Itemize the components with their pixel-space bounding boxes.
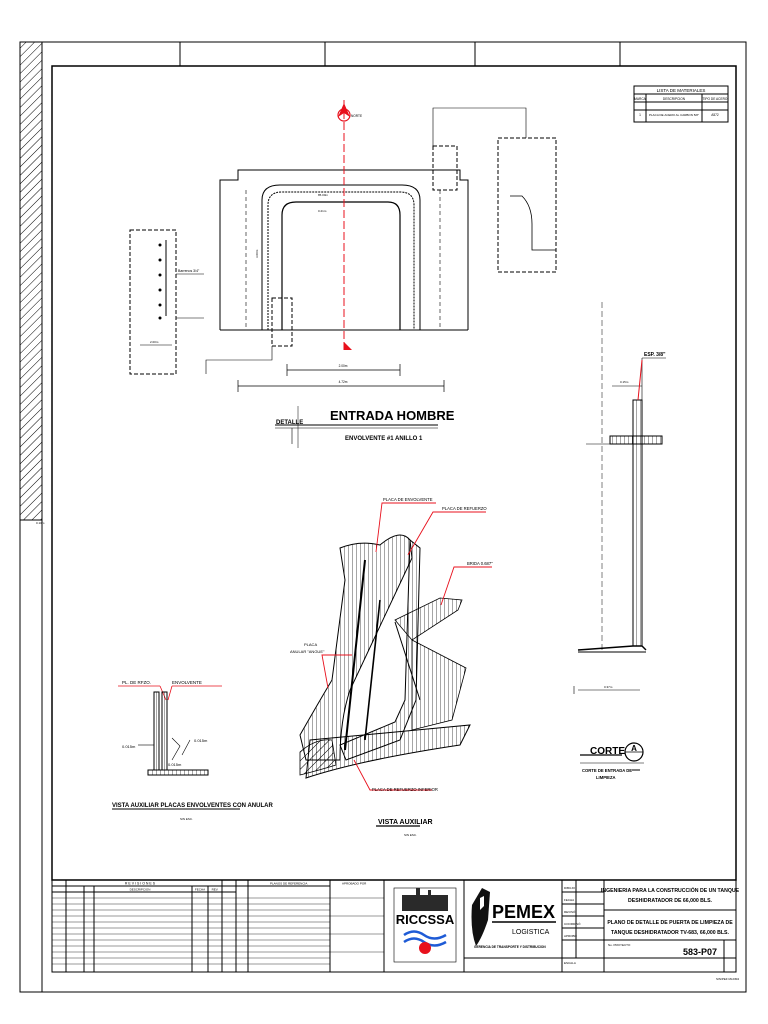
drawing-line-2: TANQUE DESHIDRATADOR TV-683, 66,000 BLS. <box>611 930 729 936</box>
manway-bolt-holes <box>158 243 162 320</box>
field-escala: ESCALA <box>564 961 576 965</box>
section-cut <box>573 302 666 694</box>
anular-dim-3: 0.015m <box>194 738 208 743</box>
revisions-title: R E V I S I O N E S <box>125 882 156 886</box>
side-mark: 0.10m <box>36 521 45 525</box>
manway-detail-tag: DETALLE <box>276 420 303 426</box>
section-title-group: CORTE A CORTE DE ENTRADA DE LIMPIEZA <box>580 742 644 780</box>
rev-header-desc: DESCRIPCION <box>130 888 151 892</box>
materials-row-desc: PLACA DE ACERO AL CARBON 5/8" <box>649 113 699 117</box>
materials-row-acero: A572 <box>711 113 719 117</box>
field-proyecto: No. PROYECTO <box>608 943 631 947</box>
field-fecha: FECHA <box>564 898 574 902</box>
aux-label-flange: BRIDA 0.687" <box>467 561 493 566</box>
manway-title-block: ENTRADA HOMBRE DETALLE ENVOLVENTE #1 ANI… <box>275 406 455 448</box>
auxiliary-isometric <box>299 534 471 779</box>
materials-table: LISTA DE MATERIALES MARCA DESCRIPCION TI… <box>633 85 729 123</box>
auxiliary-leaders <box>321 502 492 791</box>
company-logo-text: RICCSSA <box>396 912 455 927</box>
anular-title: VISTA AUXILIAR PLACAS ENVOLVENTES CON AN… <box>112 803 273 809</box>
anular-scale: SIN ESC. <box>180 817 193 821</box>
materials-header-acero: TIPO DE ACERO <box>703 97 728 101</box>
anular-dim-2: 0.015m <box>168 762 182 767</box>
drawing-number: 583-P07 <box>683 947 717 957</box>
manway-dim-outer: 4.72m <box>339 380 348 384</box>
brand-name: PEMEX <box>492 902 555 922</box>
binding-strip <box>19 41 43 521</box>
section-dim-b: 0.37m <box>604 685 613 689</box>
pemex-logo: PEMEX LOGISTICA GERENCIA DE TRANSPORTE Y… <box>471 888 556 949</box>
manway-dim-side: 3.00m <box>255 249 259 258</box>
aux-label-annular-2: ANULAR "ANGUE" <box>290 649 325 654</box>
aux-label-annular: PLACA <box>304 642 317 647</box>
section-letter: A <box>631 744 637 753</box>
manway-dim-top: 85.00m <box>318 193 329 197</box>
references-title: PLANOS DE REFERENCIA <box>270 882 307 886</box>
section-accent <box>637 359 643 401</box>
materials-header-desc: DESCRIPCION <box>663 97 686 101</box>
section-subtitle-2: LIMPIEZA <box>596 775 616 780</box>
riccssa-logo: RICCSSA <box>393 887 457 963</box>
field-reviso: REVISÓ <box>564 909 576 914</box>
materials-title: LISTA DE MATERIALES <box>657 88 706 93</box>
aux-label-reinforce: PLACA DE REFUERZO <box>442 506 487 511</box>
anular-dim-1: 0.015m <box>122 744 136 749</box>
manway-title: ENTRADA HOMBRE <box>330 408 455 423</box>
project-line-2: DESHIDRATADOR DE 66,000 BLS. <box>628 898 713 904</box>
section-subtitle-1: CORTE DE ENTRADA DE <box>582 768 632 773</box>
brand-caption: GERENCIA DE TRANSPORTE Y DISTRIBUCION <box>474 945 546 949</box>
manway-cut-label: 2.00m <box>150 340 159 344</box>
anular-label-pl: PL. DE RFZO. <box>122 680 151 685</box>
field-coordino: COORDINÓ <box>564 921 581 926</box>
section-title: CORTE <box>590 746 625 757</box>
aux-title: VISTA AUXILIAR <box>378 819 433 826</box>
manway-dim-small: 0.21m <box>318 209 327 213</box>
section-dim-a: 0.15m <box>620 380 629 384</box>
north-marker: NORTE <box>337 100 362 350</box>
top-zone-ticks <box>179 42 621 66</box>
manway-elevation <box>129 107 557 375</box>
aux-label-shell: PLACA DE ENVOLVENTE <box>383 497 433 502</box>
anular-detail <box>118 685 222 776</box>
approved-label: APROBADO POR <box>342 882 367 886</box>
manway-dimensions <box>237 364 445 392</box>
rev-header-fecha: FECHA <box>195 888 205 892</box>
project-line-1: INGENIERIA PARA LA CONSTRUCCIÓN DE UN TA… <box>601 886 740 894</box>
footer-note: SIN/PEF MLDM4 <box>716 977 739 981</box>
drawing-line-1: PLANO DE DETALLE DE PUERTA DE LIMPIEZA D… <box>607 920 733 926</box>
manway-dim-inner: 2.00m <box>339 364 348 368</box>
aux-label-lower: PLACA DE REFUERZO INFERIOR <box>372 787 438 792</box>
field-dibujo: DIBUJO <box>564 886 576 890</box>
revision-grid <box>52 897 384 965</box>
anular-label-env: ENVOLVENTE <box>172 680 202 685</box>
manway-subtitle: ENVOLVENTE #1 ANILLO 1 <box>345 436 423 442</box>
section-esp-label: ESP. 3/8" <box>644 352 666 358</box>
brand-sub: LOGISTICA <box>512 929 550 936</box>
materials-header-marca: MARCA <box>634 97 646 101</box>
svg-text:NORTE: NORTE <box>351 114 362 118</box>
rev-header-rev: REV. <box>212 888 219 892</box>
materials-row-marca: 1 <box>639 113 641 117</box>
aux-scale: SIN ESC. <box>404 833 417 837</box>
field-aprobo: APROBÓ <box>564 933 578 938</box>
manway-note-label: Barrenos 3/4" <box>178 269 200 273</box>
title-block <box>51 879 737 973</box>
